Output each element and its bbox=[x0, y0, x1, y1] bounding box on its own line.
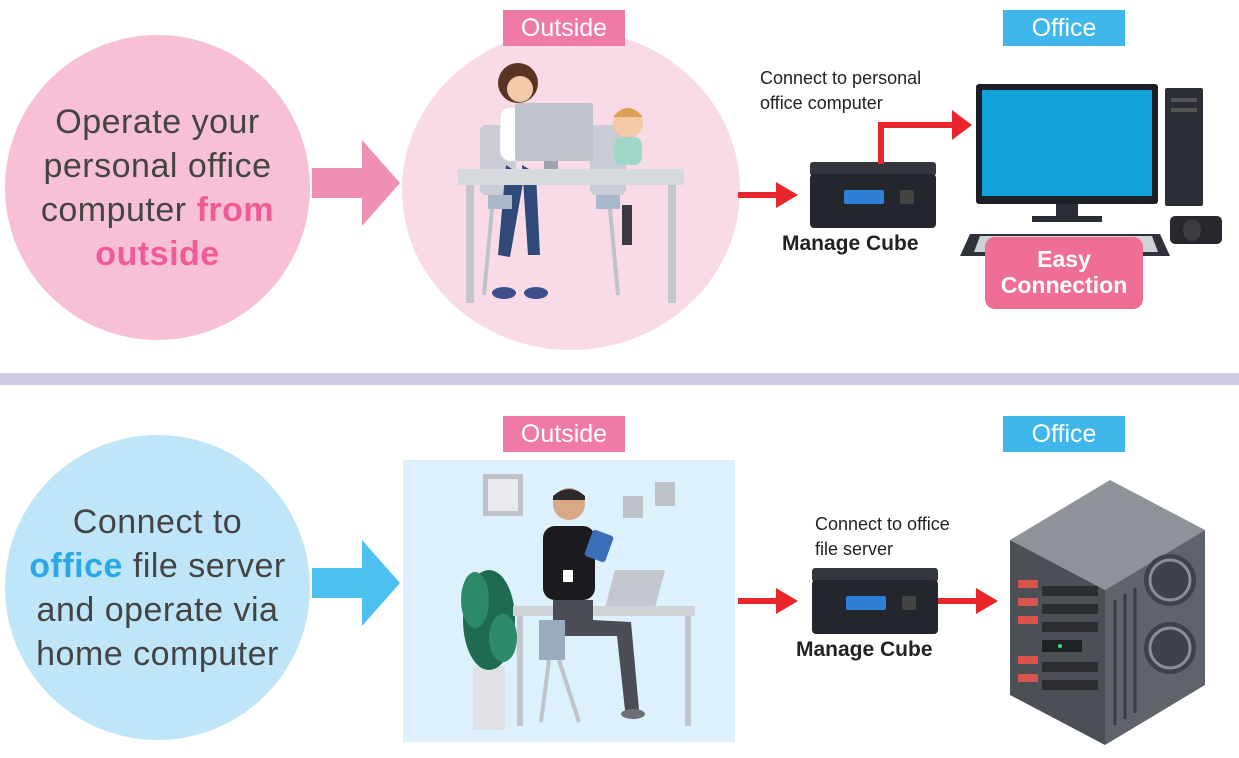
top-outside-tag: Outside bbox=[503, 10, 625, 46]
bottom-flow-arrow-icon bbox=[312, 540, 400, 626]
top-summary-line1: Operate your bbox=[55, 102, 260, 141]
top-summary-circle: Operate your personal office computer fr… bbox=[5, 35, 310, 340]
top-summary-line3: computer from bbox=[41, 188, 274, 232]
bottom-summary-line4: home computer bbox=[36, 634, 279, 673]
bottom-manage-cube-icon bbox=[812, 568, 938, 634]
bottom-manage-cube-label: Manage Cube bbox=[796, 638, 933, 661]
file-server-icon bbox=[1010, 480, 1205, 745]
bottom-summary-text: Connect to office file server and operat… bbox=[29, 500, 286, 676]
bottom-summary-circle: Connect to office file server and operat… bbox=[5, 435, 310, 740]
bottom-summary-line3: and operate via bbox=[36, 590, 279, 629]
bottom-summary-line2-plain: file server bbox=[122, 546, 286, 585]
bottom-connect-note-line2: file server bbox=[815, 539, 894, 559]
bottom-red-arrow-left-icon bbox=[738, 588, 798, 614]
top-outside-scene bbox=[402, 30, 740, 350]
bottom-red-arrow-right-icon bbox=[938, 588, 998, 614]
bottom-connect-note-line1: Connect to office bbox=[815, 514, 950, 534]
bottom-summary-line2: office file server bbox=[29, 544, 286, 588]
top-flow-arrow-icon bbox=[312, 140, 400, 226]
top-summary-text: Operate your personal office computer fr… bbox=[41, 100, 274, 276]
top-connect-note-line1: Connect to personal bbox=[760, 68, 922, 88]
home-office-illustration-icon bbox=[458, 63, 684, 303]
top-office-tag: Office bbox=[1003, 10, 1125, 46]
easy-connection-line1: Easy bbox=[1037, 246, 1091, 272]
top-connect-note: Connect to personal office computer bbox=[760, 66, 921, 116]
office-desktop-computer-icon bbox=[960, 84, 1222, 256]
bottom-office-tag: Office bbox=[1003, 416, 1125, 452]
top-manage-cube-icon bbox=[810, 162, 936, 228]
bottom-summary-line1: Connect to bbox=[72, 502, 243, 541]
top-red-arrow-left-icon bbox=[738, 182, 798, 208]
top-manage-cube-label: Manage Cube bbox=[782, 232, 919, 255]
top-red-arrow-elbow-icon bbox=[878, 110, 972, 164]
top-summary-line4: outside bbox=[95, 234, 220, 273]
easy-connection-line2: Connection bbox=[1000, 272, 1128, 298]
bottom-summary-line2-em: office bbox=[29, 546, 123, 585]
top-summary-line3-em: from bbox=[196, 190, 275, 229]
top-summary-line3-plain: computer bbox=[40, 190, 197, 229]
section-divider bbox=[0, 373, 1239, 385]
top-connect-note-line2: office computer bbox=[760, 93, 883, 113]
bottom-connect-note: Connect to office file server bbox=[815, 512, 950, 562]
easy-connection-badge: Easy Connection bbox=[985, 237, 1143, 309]
remote-worker-illustration-icon bbox=[461, 474, 695, 730]
top-summary-line2: personal office bbox=[43, 146, 272, 185]
bottom-outside-tag: Outside bbox=[503, 416, 625, 452]
